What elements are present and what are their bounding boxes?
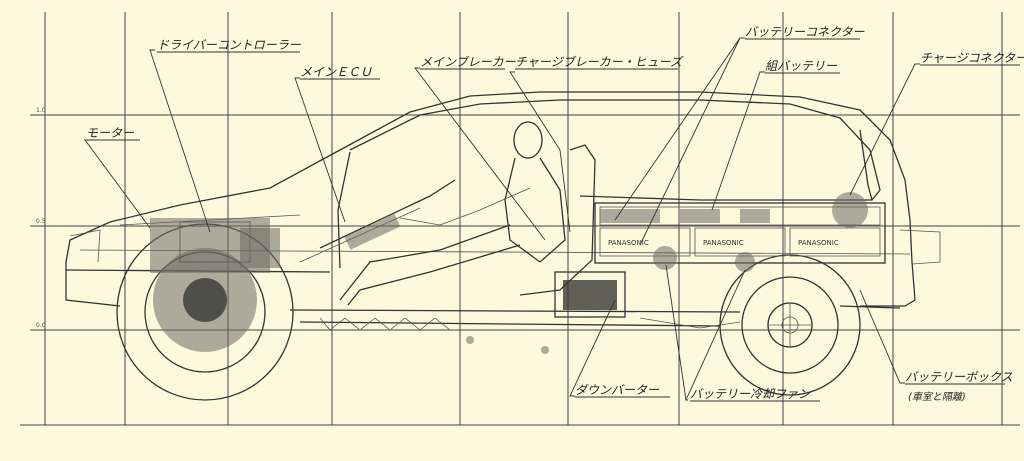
motor-unit [150, 218, 280, 273]
svg-text:0.5: 0.5 [36, 218, 46, 225]
battery-brand-3: PANASONIC [798, 239, 839, 247]
battery-brand-1: PANASONIC [608, 239, 649, 247]
part-labels: ドライバーコントローラー モーター メインＥＣＵ メインブレーカー チャージブレ… [86, 25, 1024, 403]
svg-text:1.0: 1.0 [36, 107, 46, 114]
driver-figure [339, 121, 596, 306]
label-main-breaker: メインブレーカー [420, 55, 517, 69]
label-main-ecu: メインＥＣＵ [300, 65, 372, 79]
label-battery-cooling-fan: バッテリー冷却ファン [690, 387, 811, 401]
battery-packs: PANASONIC PANASONIC PANASONIC [594, 192, 886, 272]
svg-text:0.0: 0.0 [36, 322, 46, 329]
battery-brand-2: PANASONIC [703, 239, 744, 247]
underbody-details [319, 317, 741, 354]
label-driver-controller: ドライバーコントローラー [157, 38, 302, 52]
label-battery-box-note: (車室と隔離) [908, 391, 966, 403]
label-charge-breaker-fuse: チャージブレーカー・ヒューズ [515, 55, 684, 69]
label-battery-connector: バッテリーコネクター [745, 25, 866, 39]
label-battery-box: バッテリーボックス [905, 370, 1013, 384]
label-charge-connector: チャージコネクター [920, 51, 1024, 65]
downverter-box [554, 271, 626, 318]
leader-lines [84, 37, 920, 401]
label-motor: モーター [86, 126, 135, 140]
rear-wheel [719, 254, 861, 396]
label-downverter: ダウンバーター [575, 383, 660, 397]
label-battery-pack: 組バッテリー [765, 59, 838, 73]
steering-column [299, 179, 456, 263]
